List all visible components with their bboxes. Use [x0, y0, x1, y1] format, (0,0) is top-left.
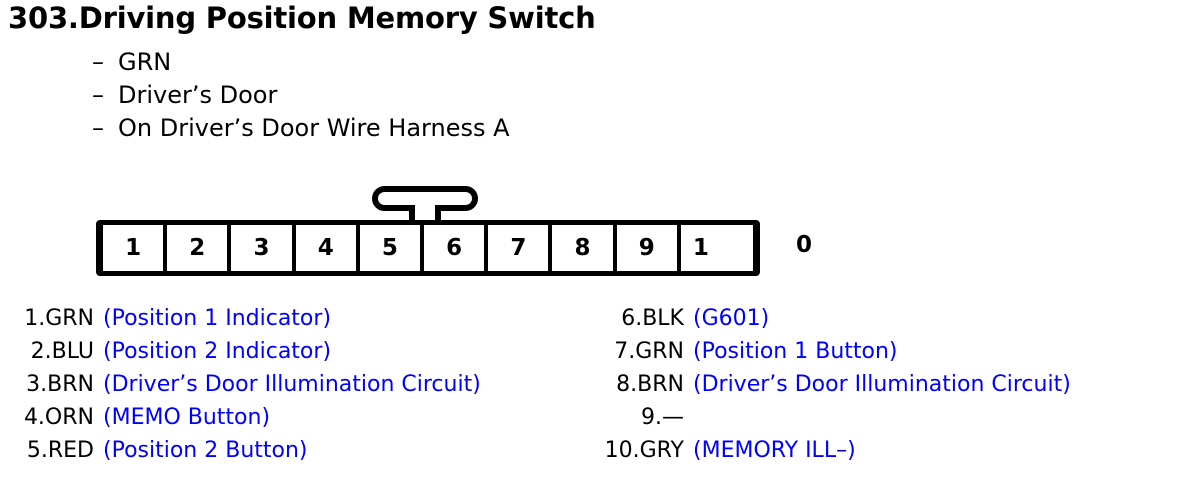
pin-legend-left: 1.GRN (Position 1 Indicator) 2.BLU (Posi…	[22, 306, 481, 471]
pin-cell: 4	[295, 225, 356, 271]
connector-diagram: 1 2 3 4 5 6 7 8 9 1 0	[96, 186, 856, 282]
pin-number-color: 2.BLU	[30, 339, 94, 364]
connector-attribute-list: – GRN – Driver’s Door – On Driver’s Door…	[92, 48, 792, 147]
connector-latch-icon	[372, 186, 478, 226]
legend-row: 6.BLK (G601)	[604, 306, 1071, 339]
pin-number-color: 4.ORN	[23, 405, 94, 430]
pin-description: (Position 1 Indicator)	[103, 306, 332, 331]
pin-number-color: 8.BRN	[616, 372, 684, 397]
pin-description: (MEMORY ILL–)	[693, 438, 856, 463]
legend-row: 2.BLU (Position 2 Indicator)	[22, 339, 481, 372]
attribute-item: – On Driver’s Door Wire Harness A	[92, 114, 792, 147]
pin-number-color: 5.RED	[26, 438, 94, 463]
legend-row: 9.—	[604, 405, 1071, 438]
pin-number-color: 9.—	[641, 405, 684, 430]
legend-row: 5.RED (Position 2 Button)	[22, 438, 481, 471]
pin-cell: 9	[616, 225, 677, 271]
attribute-label: On Driver’s Door Wire Harness A	[118, 114, 510, 142]
pin-description: (Driver’s Door Illumination Circuit)	[693, 372, 1071, 397]
pin-number-color: 3.BRN	[26, 372, 94, 397]
legend-row: 10.GRY (MEMORY ILL–)	[604, 438, 1071, 471]
pin-cell: 6	[424, 225, 485, 271]
pin-description: (Position 1 Button)	[693, 339, 898, 364]
legend-row: 8.BRN (Driver’s Door Illumination Circui…	[604, 372, 1071, 405]
pin-description: (Driver’s Door Illumination Circuit)	[103, 372, 481, 397]
connector-body: 1 2 3 4 5 6 7 8 9 1	[96, 220, 760, 276]
pin-cell: 7	[488, 225, 549, 271]
pin-cell: 2	[167, 225, 228, 271]
legend-row: 4.ORN (MEMO Button)	[22, 405, 481, 438]
pin-description: (Position 2 Indicator)	[103, 339, 332, 364]
pin-number-color: 10.GRY	[604, 438, 684, 463]
pin-description: (Position 2 Button)	[103, 438, 308, 463]
pin-cell: 8	[552, 225, 613, 271]
pin-number-color: 1.GRN	[24, 306, 94, 331]
pin-cell: 5	[359, 225, 421, 271]
latch-leg-left	[409, 205, 415, 226]
pin-label: 1	[692, 235, 709, 261]
legend-row: 3.BRN (Driver’s Door Illumination Circui…	[22, 372, 481, 405]
pin-cell: 1	[103, 225, 164, 271]
latch-leg-right	[435, 205, 441, 226]
dash-bullet-icon: –	[92, 81, 104, 109]
legend-row: 7.GRN (Position 1 Button)	[604, 339, 1071, 372]
pin-number-color: 7.GRN	[614, 339, 684, 364]
page-title: 303.Driving Position Memory Switch	[8, 1, 596, 35]
pin-overflow-digit: 0	[796, 232, 813, 258]
attribute-item: – Driver’s Door	[92, 81, 792, 114]
attribute-label: Driver’s Door	[118, 81, 278, 109]
legend-row: 1.GRN (Position 1 Indicator)	[22, 306, 481, 339]
attribute-item: – GRN	[92, 48, 792, 81]
pin-legend-right: 6.BLK (G601) 7.GRN (Position 1 Button) 8…	[604, 306, 1071, 471]
pin-cell: 3	[231, 225, 292, 271]
dash-bullet-icon: –	[92, 114, 104, 142]
pin-description: (MEMO Button)	[103, 405, 271, 430]
pin-number-color: 6.BLK	[621, 306, 684, 331]
attribute-label: GRN	[118, 48, 172, 76]
pin-cell: 1	[680, 225, 754, 271]
latch-notch	[415, 199, 435, 211]
pin-description: (G601)	[693, 306, 770, 331]
dash-bullet-icon: –	[92, 48, 104, 76]
